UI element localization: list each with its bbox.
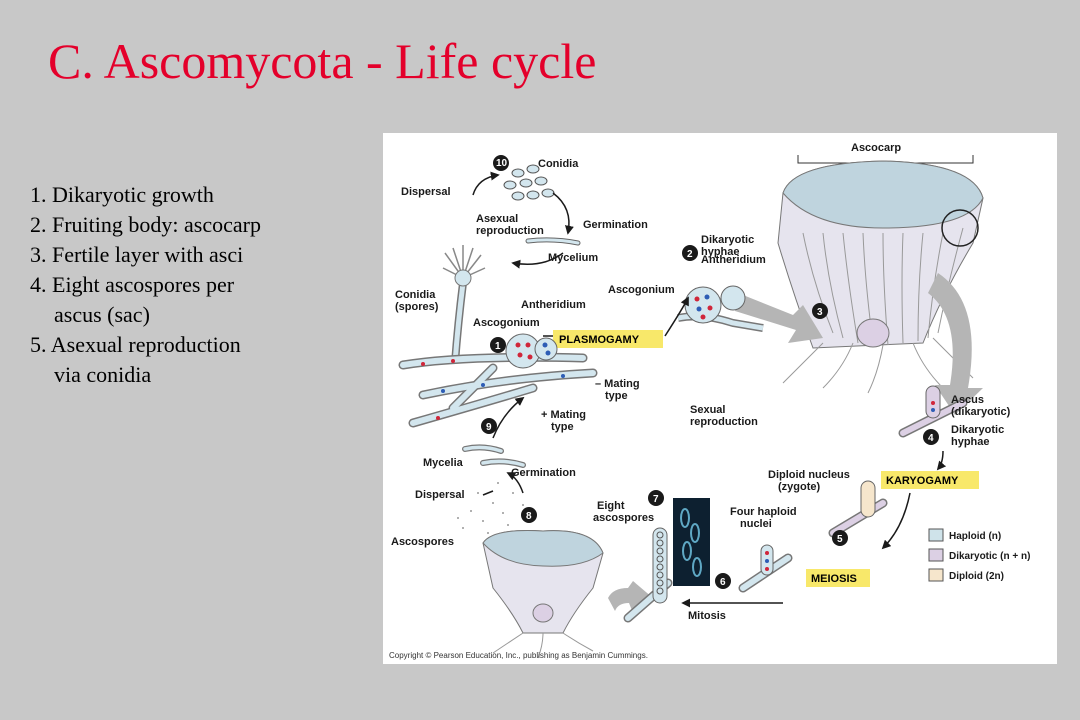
conidia-spores-label: Conidia — [395, 289, 436, 301]
legend-haploid: Haploid (n) — [949, 531, 1001, 542]
eight-ascospores-label: Eight — [597, 500, 625, 512]
plasmogamy-detail: 2 Antheridium Ascogonium Dikaryotic hyph… — [608, 234, 766, 332]
plus-mating-label: type — [551, 421, 574, 433]
legend: Haploid (n) Dikaryotic (n + n) Diploid (… — [928, 528, 1030, 582]
step-number: 10 — [496, 158, 508, 169]
ascogonium-right-label: Ascogonium — [608, 284, 675, 296]
plus-mating-label: + Mating — [541, 409, 586, 421]
asexual-label: Asexual — [476, 213, 518, 225]
karyogamy-detail: Ascus (dikaryotic) Dikaryotic hyphae 4 K… — [768, 385, 1011, 550]
step-number: 6 — [720, 577, 726, 588]
dikaryotic-hyphae-right-label: Dikaryotic — [951, 424, 1004, 436]
karyogamy-label: KARYOGAMY — [886, 475, 959, 487]
plasmogamy-label: PLASMOGAMY — [559, 334, 640, 346]
germination-top-label: Germination — [583, 219, 648, 231]
dispersal-top-label: Dispersal — [401, 186, 451, 198]
minus-mating-label: type — [605, 390, 628, 402]
plasmogamy-stage: PLASMOGAMY — [543, 296, 689, 348]
step-number: 5 — [837, 534, 843, 545]
copyright-text: Copyright © Pearson Education, Inc., pub… — [389, 651, 648, 660]
step-number: 9 — [486, 422, 492, 433]
ascus-label: Ascus — [951, 394, 984, 406]
life-cycle-figure: Ascocarp 10 Conidia Dispersal Asexual re… — [383, 133, 1057, 664]
minus-mating-label: – Mating — [595, 378, 640, 390]
bullet-list: 1. Dikaryotic growth 2. Fruiting body: a… — [30, 180, 370, 390]
sexual-label: reproduction — [690, 416, 758, 428]
bullet-item: 2. Fruiting body: ascocarp — [30, 212, 261, 237]
bullet-item: 3. Fertile layer with asci — [30, 242, 244, 267]
eight-ascospores-label: ascospores — [593, 512, 654, 524]
asexual-cycle: 10 Conidia Dispersal Asexual reproductio… — [395, 155, 648, 364]
dikaryotic-hyphae-right-label: hyphae — [951, 436, 990, 448]
germinating-mycelia: Mycelia Germination 9 — [423, 396, 576, 494]
legend-diploid: Diploid (2n) — [949, 571, 1004, 582]
life-cycle-diagram: Ascocarp 10 Conidia Dispersal Asexual re… — [389, 142, 1030, 660]
step-number: 3 — [817, 307, 823, 318]
step-number: 7 — [653, 494, 659, 505]
mating-hyphae: 1 Antheridium Ascogonium – Mating type +… — [398, 299, 640, 433]
meiosis-detail: MEIOSIS Four haploid nuclei 6 Mitosis — [681, 506, 870, 622]
diploid-nucleus-label: Diploid nucleus — [768, 469, 850, 481]
conidia-label: Conidia — [538, 158, 579, 170]
ascogonium-left-label: Ascogonium — [473, 317, 540, 329]
germination-bottom-label: Germination — [511, 467, 576, 479]
step-number: 8 — [526, 511, 532, 522]
mature-ascocarp: Dispersal Ascospores 8 — [391, 482, 604, 659]
dikaryotic-hyphae-top-label: Dikaryotic — [701, 234, 754, 246]
diploid-nucleus-label: (zygote) — [778, 481, 821, 493]
ascus-label: (dikaryotic) — [951, 406, 1011, 418]
slide-title: C. Ascomycota - Life cycle — [48, 33, 597, 89]
four-haploid-label: nuclei — [740, 518, 772, 530]
meiosis-label: MEIOSIS — [811, 573, 857, 585]
ascospores-detail: 7 Eight ascospores — [593, 490, 710, 623]
mycelia-label: Mycelia — [423, 457, 464, 469]
asexual-label: reproduction — [476, 225, 544, 237]
sexual-label: Sexual — [690, 404, 725, 416]
dikaryotic-hyphae-top-label: hyphae — [701, 246, 740, 258]
legend-dikaryotic: Dikaryotic (n + n) — [949, 551, 1030, 562]
ascocarp-illustration: Ascocarp — [777, 142, 984, 394]
conidia-spores-label: (spores) — [395, 301, 439, 313]
ascocarp-label: Ascocarp — [851, 142, 901, 154]
bullet-item: 1. Dikaryotic growth — [30, 182, 214, 207]
step-number: 1 — [495, 341, 501, 352]
ascospores-label: Ascospores — [391, 536, 454, 548]
mitosis-label: Mitosis — [688, 610, 726, 622]
four-haploid-label: Four haploid — [730, 506, 797, 518]
dispersal-bottom-label: Dispersal — [415, 489, 465, 501]
antheridium-right-label: Antheridium — [701, 254, 766, 266]
step-number: 2 — [687, 249, 693, 260]
antheridium-left-label: Antheridium — [521, 299, 586, 311]
step-number: 4 — [928, 433, 934, 444]
